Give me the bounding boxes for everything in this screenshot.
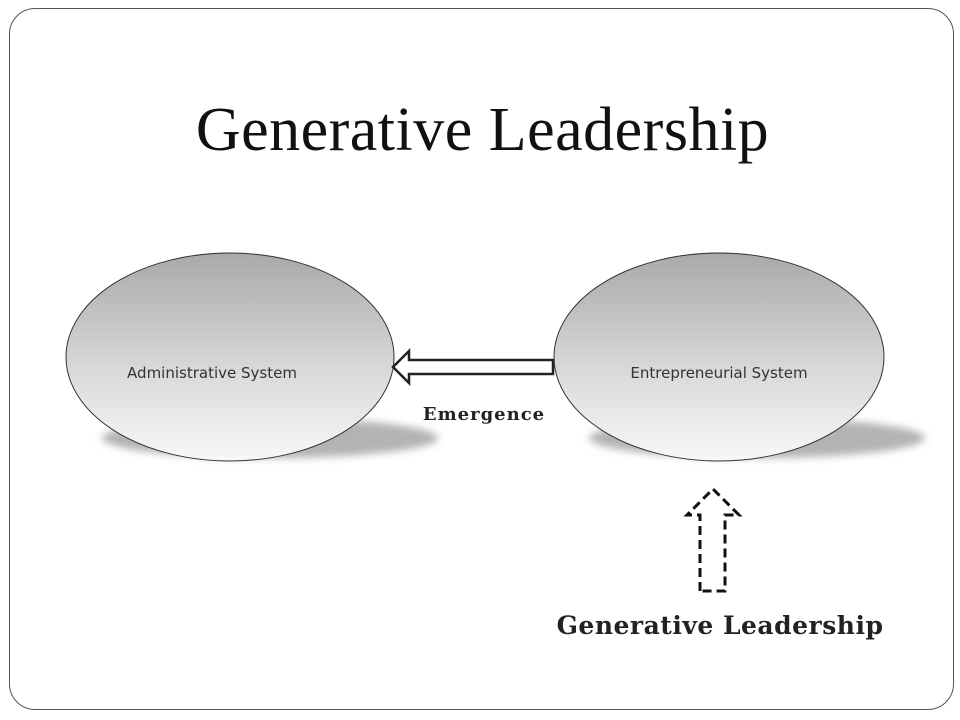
administrative-system-label: Administrative System: [127, 364, 297, 382]
emergence-arrow: [391, 347, 555, 387]
entrepreneurial-system-label: Entrepreneurial System: [630, 364, 807, 382]
generative-leadership-label: Generative Leadership: [557, 611, 884, 640]
emergence-label: Emergence: [423, 404, 545, 425]
generative-leadership-arrow: [683, 486, 743, 593]
entrepreneurial-system-node: Entrepreneurial System: [553, 252, 885, 462]
administrative-system-node: Administrative System: [65, 252, 395, 462]
slide-title: Generative Leadership: [195, 96, 770, 164]
